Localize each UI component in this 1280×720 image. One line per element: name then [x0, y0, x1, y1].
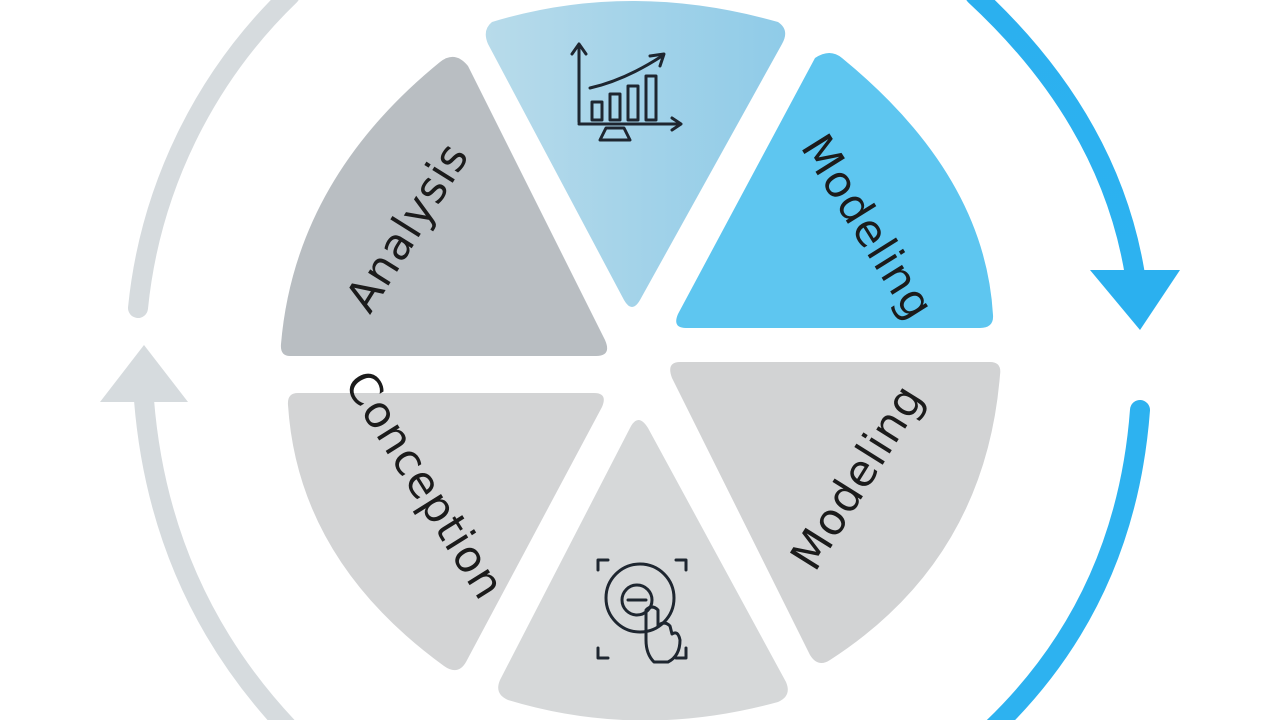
ring-blue-lower-arc — [986, 400, 1150, 720]
segment-modeling-top[interactable] — [676, 53, 994, 328]
segment-modeling-bottom[interactable] — [670, 362, 1001, 664]
segment-bottom[interactable] — [498, 420, 788, 720]
arrow-up-gray — [100, 345, 188, 402]
touch-target-icon — [596, 558, 688, 664]
segment-top[interactable] — [485, 1, 786, 307]
ring-gray-upper-arc — [128, 0, 299, 318]
ring-gray-lower-arc — [134, 390, 295, 720]
arrow-down-blue — [1090, 270, 1180, 330]
ring-blue-upper-arc — [966, 0, 1145, 285]
analytics-chart-icon — [570, 42, 683, 142]
segment-conception[interactable] — [287, 393, 604, 671]
segment-analysis[interactable] — [280, 56, 608, 356]
